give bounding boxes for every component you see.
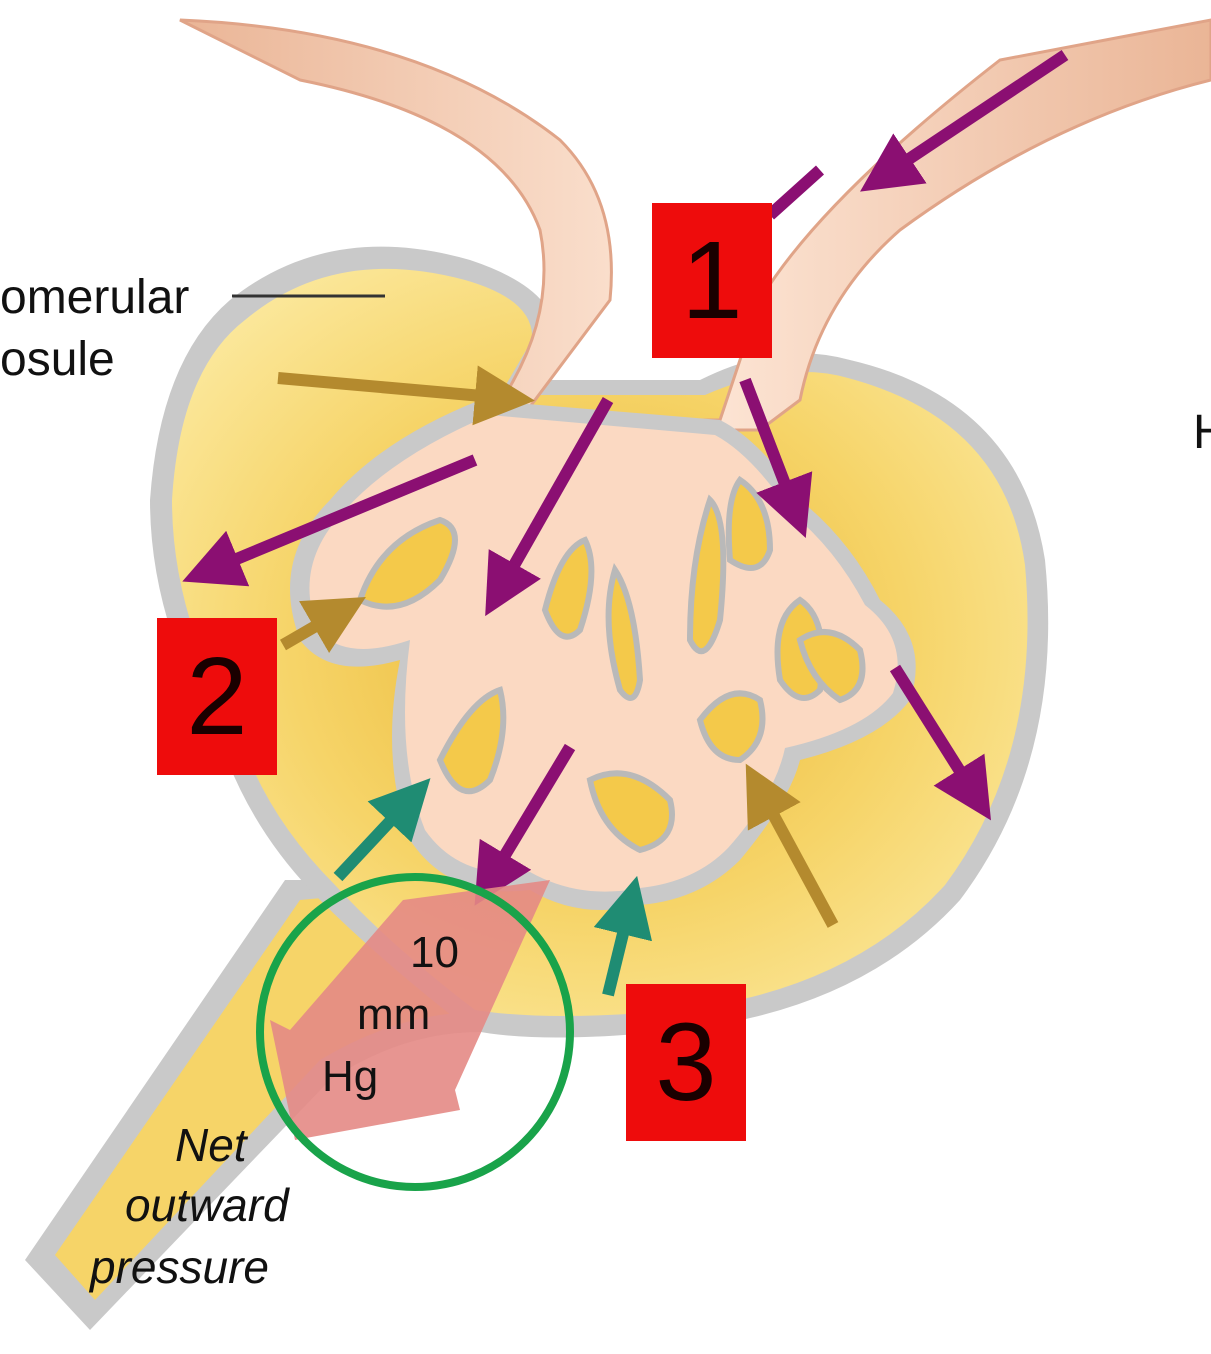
net-outward-pressure-line2: outward <box>125 1178 289 1232</box>
pressure-unit-hg: Hg <box>322 1052 378 1102</box>
marker-3: 3 <box>626 984 746 1141</box>
net-outward-pressure-line3: pressure <box>90 1240 269 1294</box>
pressure-unit-mm: mm <box>357 990 430 1040</box>
capsule-label-line1: omerular <box>0 270 189 325</box>
right-edge-label-fragment: H <box>1193 405 1211 460</box>
net-outward-pressure-line1: Net <box>175 1118 247 1172</box>
pressure-value: 10 <box>410 928 459 978</box>
marker-2: 2 <box>157 618 277 775</box>
capsule-label-line2: osule <box>0 332 115 387</box>
marker-1: 1 <box>652 203 772 358</box>
